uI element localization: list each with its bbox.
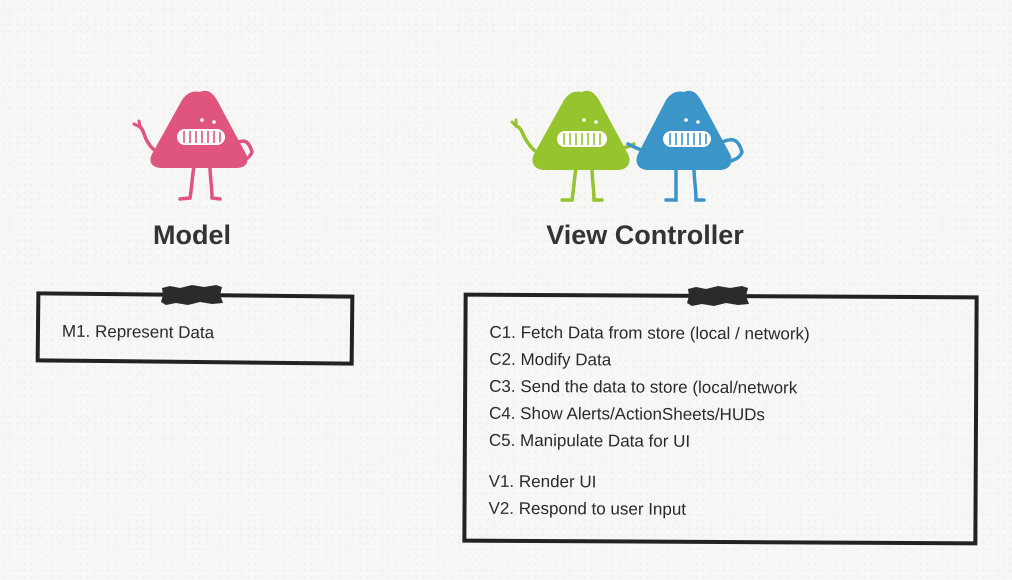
view-item: V1. Render UI xyxy=(488,471,597,492)
controller-item: C5. Manipulate Data for UI xyxy=(488,430,691,451)
blue-character-icon xyxy=(626,90,744,202)
model-heading: Model xyxy=(153,220,231,250)
controller-item: C1. Fetch Data from store (local / netwo… xyxy=(489,322,810,344)
view-controller-heading: View Controller xyxy=(546,220,744,250)
tape-decoration xyxy=(687,286,749,306)
tape-decoration xyxy=(161,285,223,305)
controller-item: C4. Show Alerts/ActionSheets/HUDs xyxy=(488,403,765,425)
controller-item: C3. Send the data to store (local/networ… xyxy=(489,376,798,398)
controller-item: C2. Modify Data xyxy=(489,349,612,370)
view-controller-card: C1. Fetch Data from store (local / netwo… xyxy=(462,292,979,546)
view-item: V2. Respond to user Input xyxy=(488,498,687,519)
model-item: M1. Represent Data xyxy=(61,321,215,343)
pink-character-icon xyxy=(132,90,254,201)
